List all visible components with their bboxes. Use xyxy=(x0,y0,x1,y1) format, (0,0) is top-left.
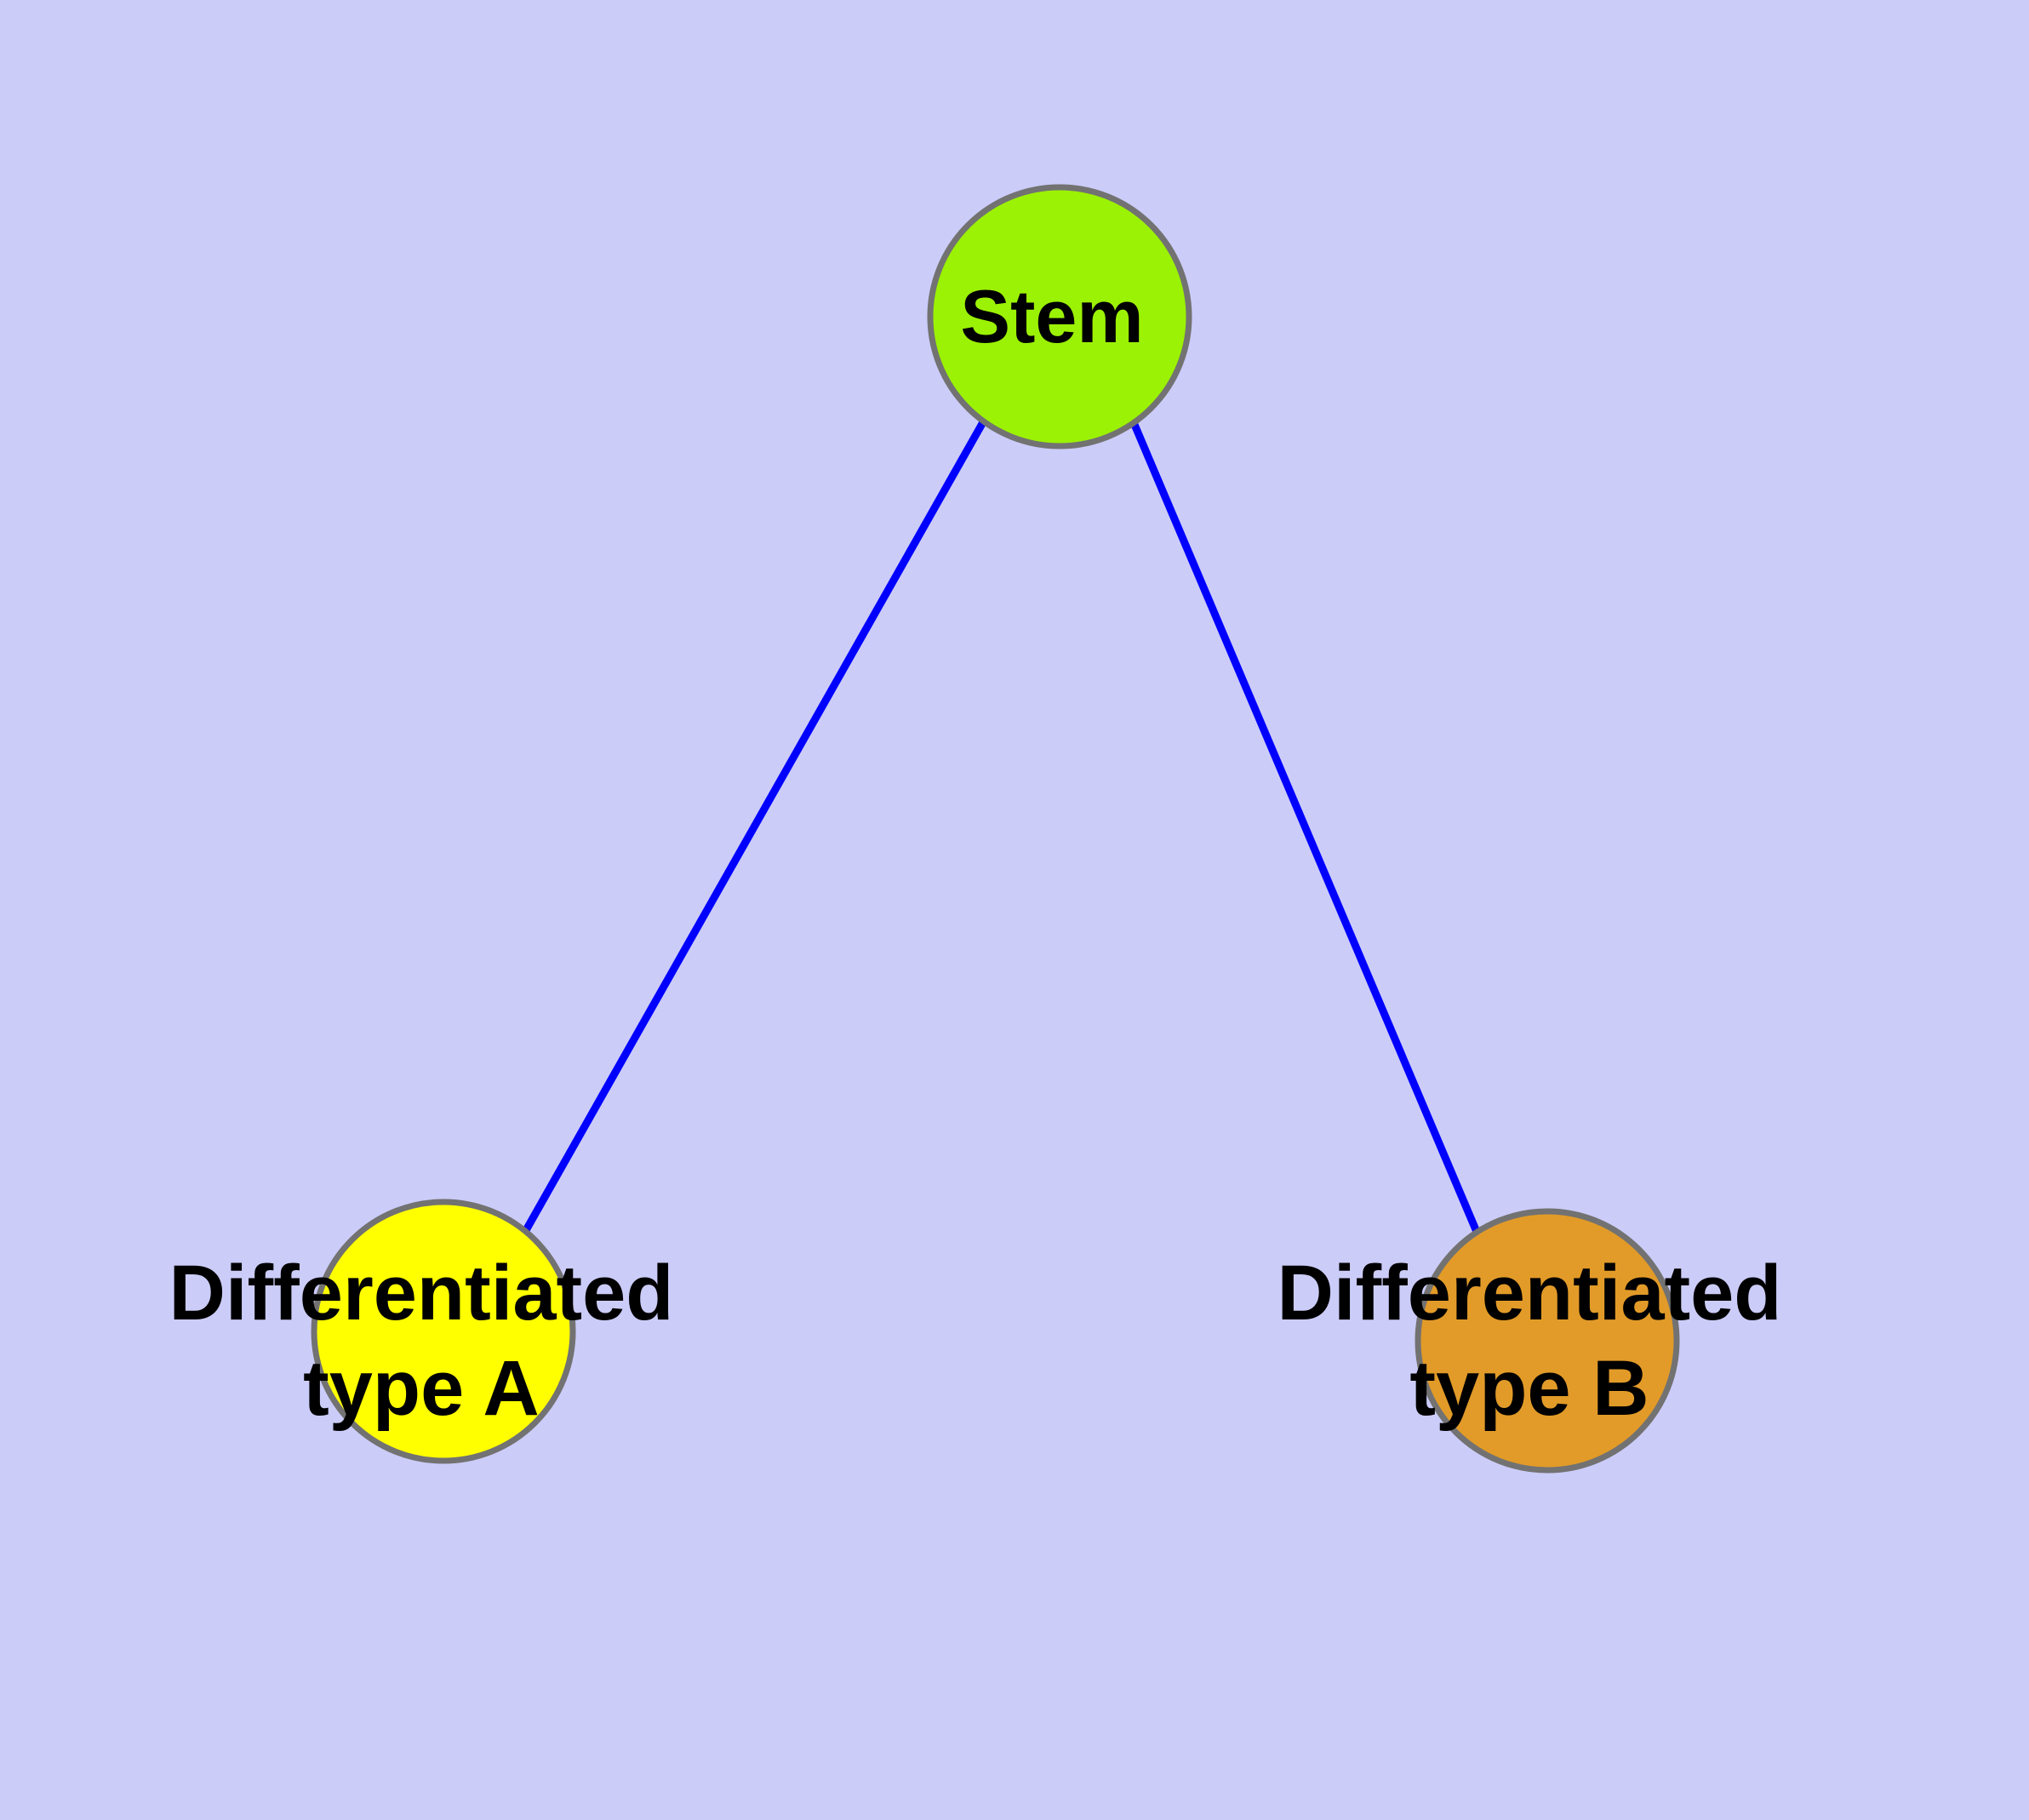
node-stem[interactable] xyxy=(927,184,1192,449)
node-label-line: type A xyxy=(303,1345,540,1432)
edge-stem-to-diff-a[interactable] xyxy=(522,420,986,1234)
node-label-line: Stem xyxy=(960,274,1143,358)
edges-group xyxy=(522,419,1481,1234)
node-label-diff-b: Differentiated type B xyxy=(1277,1250,1782,1432)
node-label-stem: Stem xyxy=(960,274,1143,358)
node-label-diff-a: Differentiated type A xyxy=(169,1250,674,1432)
nodes-group xyxy=(311,184,1680,1474)
node-diff-b[interactable] xyxy=(1415,1208,1680,1474)
node-label-line: Differentiated xyxy=(169,1250,674,1336)
node-label-line: Differentiated xyxy=(1277,1250,1782,1336)
node-diff-a[interactable] xyxy=(311,1199,576,1464)
edge-stem-to-diff-b[interactable] xyxy=(1129,419,1481,1233)
node-label-line: type B xyxy=(1409,1345,1649,1432)
